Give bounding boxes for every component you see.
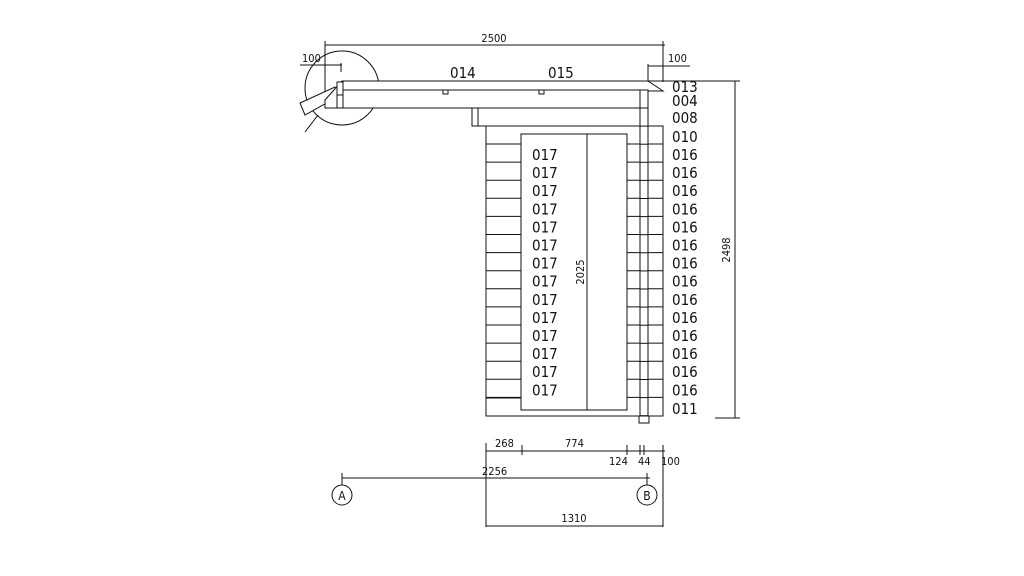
part-label: 011 bbox=[672, 400, 698, 418]
door-part-label: 017 bbox=[532, 309, 558, 327]
label-015: 015 bbox=[548, 64, 574, 82]
axis-marker-a: A bbox=[331, 484, 353, 506]
part-label: 016 bbox=[672, 146, 698, 164]
dim-2025: 2025 bbox=[574, 259, 587, 284]
part-label: 016 bbox=[672, 255, 698, 273]
part-label: 016 bbox=[672, 273, 698, 291]
dimension-right-overhang: 100 bbox=[647, 52, 690, 82]
label-014: 014 bbox=[450, 64, 476, 82]
dim-44: 44 bbox=[638, 455, 651, 468]
door-part-label: 017 bbox=[532, 164, 558, 182]
dim-268: 268 bbox=[495, 437, 514, 450]
door-part-label: 017 bbox=[532, 146, 558, 164]
door-part-label: 017 bbox=[532, 182, 558, 200]
part-label: 016 bbox=[672, 200, 698, 218]
part-label: 016 bbox=[672, 182, 698, 200]
door-part-label: 017 bbox=[532, 218, 558, 236]
dim-774: 774 bbox=[565, 437, 584, 450]
dimension-bottom-chain: 268 774 124 44 100 bbox=[485, 437, 680, 527]
door-part-label: 017 bbox=[532, 291, 558, 309]
part-label: 010 bbox=[672, 128, 698, 146]
axis-label-b: B bbox=[643, 489, 650, 503]
dimension-door-height: 2025 bbox=[574, 134, 588, 410]
dim-100-bottom: 100 bbox=[661, 455, 680, 468]
part-label: 016 bbox=[672, 237, 698, 255]
door-part-label: 017 bbox=[532, 327, 558, 345]
part-label: 016 bbox=[672, 164, 698, 182]
part-label: 016 bbox=[672, 218, 698, 236]
dim-124: 124 bbox=[609, 455, 628, 468]
axis-label-a: A bbox=[338, 489, 346, 503]
dim-2500: 2500 bbox=[481, 32, 506, 45]
axis-marker-b: B bbox=[636, 484, 658, 506]
dimension-overall-width: 2500 bbox=[324, 32, 665, 100]
door-part-label: 017 bbox=[532, 363, 558, 381]
door-part-label: 017 bbox=[532, 273, 558, 291]
part-label: 016 bbox=[672, 363, 698, 381]
door-part-label: 017 bbox=[532, 255, 558, 273]
part-label: 016 bbox=[672, 291, 698, 309]
dim-100-left: 100 bbox=[302, 52, 321, 65]
corner-post bbox=[638, 89, 650, 424]
door-opening bbox=[520, 133, 628, 411]
door-part-label: 017 bbox=[532, 345, 558, 363]
door-part-label: 017 bbox=[532, 381, 558, 399]
beam bbox=[471, 107, 649, 127]
part-label: 016 bbox=[672, 309, 698, 327]
part-label: 008 bbox=[672, 109, 698, 127]
dim-2256: 2256 bbox=[482, 465, 507, 478]
dimension-height: 2498 bbox=[705, 80, 740, 419]
dimension-base-width: 1310 bbox=[486, 512, 663, 527]
door-part-label: 017 bbox=[532, 237, 558, 255]
part-label: 016 bbox=[672, 327, 698, 345]
dim-1310: 1310 bbox=[561, 512, 586, 525]
part-label: 016 bbox=[672, 345, 698, 363]
roof: 014 015 bbox=[324, 64, 705, 109]
part-label: 016 bbox=[672, 381, 698, 399]
dim-2498: 2498 bbox=[720, 237, 733, 262]
door-part-label: 017 bbox=[532, 200, 558, 218]
dimension-left-overhang: 100 bbox=[300, 52, 342, 72]
part-label: 004 bbox=[672, 92, 698, 110]
part-label: 013 bbox=[672, 78, 698, 96]
dimension-axis-span: 2256 bbox=[341, 465, 650, 485]
dim-100-right: 100 bbox=[668, 52, 687, 65]
